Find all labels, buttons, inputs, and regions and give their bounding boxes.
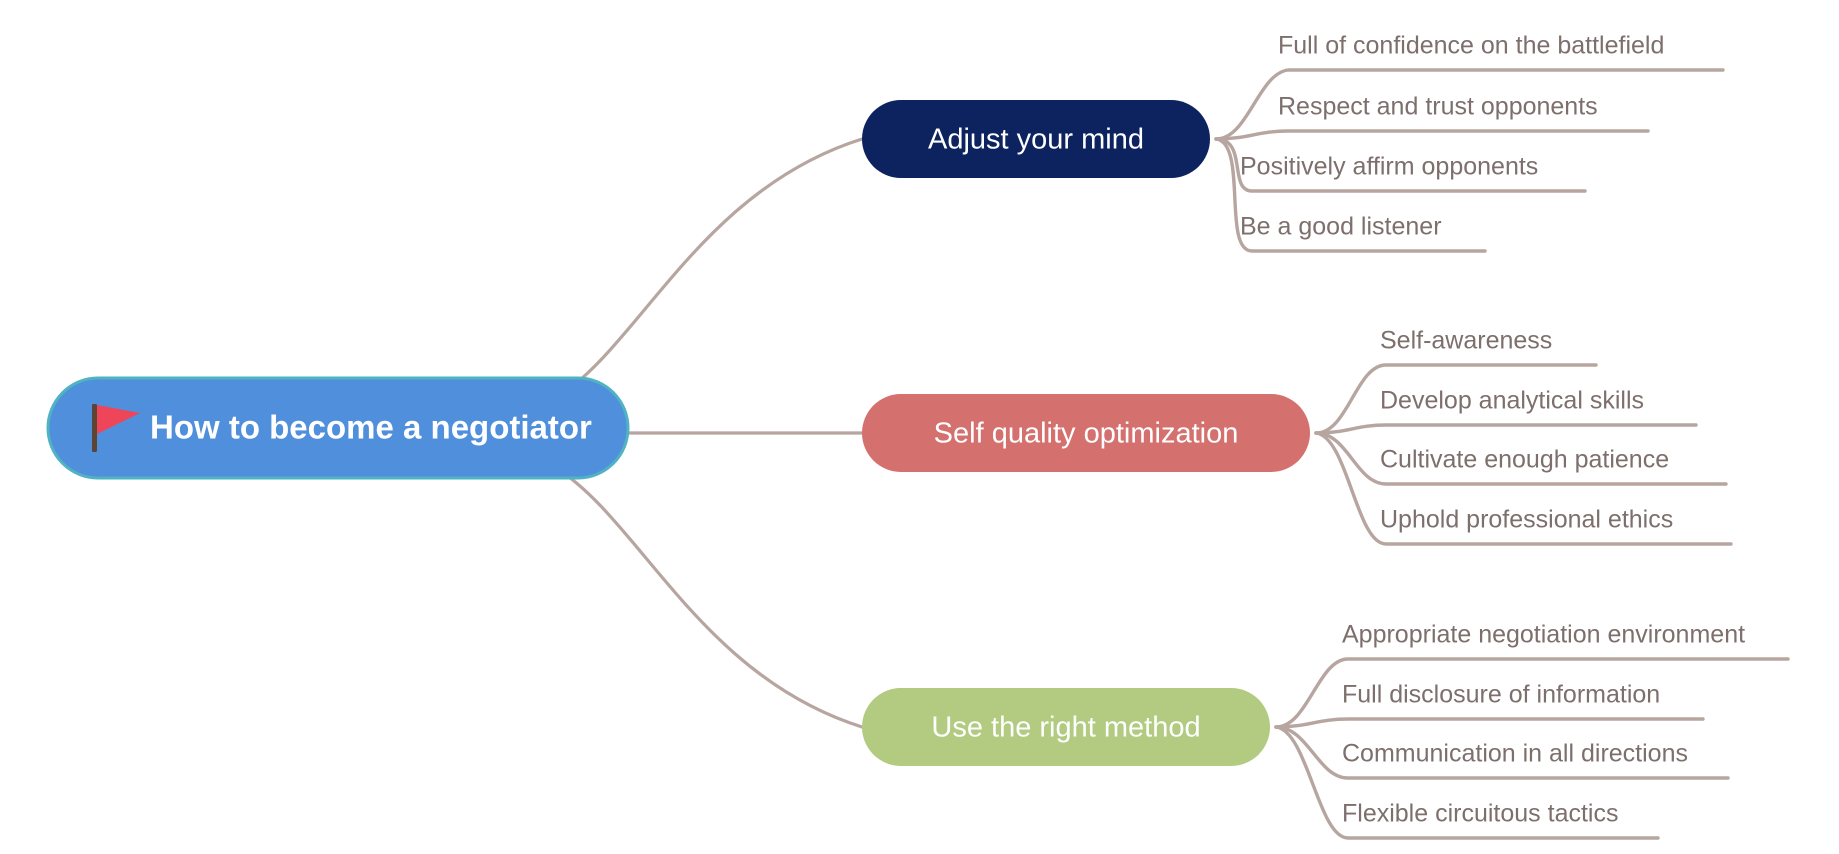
branch-self-quality-optimization: Self quality optimization Self-awareness…: [862, 327, 1733, 546]
leaf-connector-3-4: [1274, 725, 1660, 840]
branch-1-leaf-connectors: [1214, 68, 1725, 253]
leaf-connector-2-1: [1314, 363, 1598, 435]
central-node-label: How to become a negotiator: [150, 409, 592, 446]
topic-node-use-the-right-method[interactable]: [862, 688, 1270, 766]
leaf-connector-3-1: [1274, 657, 1790, 729]
leaf-label-2-2: Develop analytical skills: [1380, 387, 1644, 415]
leaf-label-1-4: Be a good listener: [1240, 213, 1442, 241]
leaf-label-3-3: Communication in all directions: [1342, 740, 1688, 768]
leaf-label-3-4: Flexible circuitous tactics: [1342, 800, 1618, 828]
root-connector-to-adjust-your-mind: [554, 137, 864, 400]
branch-adjust-your-mind: Adjust your mind Full of confidence on t…: [862, 32, 1725, 253]
root-connectors: [554, 137, 864, 729]
leaf-label-3-2: Full disclosure of information: [1342, 681, 1660, 709]
leaf-connector-2-2: [1314, 423, 1698, 435]
central-node[interactable]: How to become a negotiator: [46, 376, 630, 480]
leaf-label-1-1: Full of confidence on the battlefield: [1278, 32, 1664, 60]
leaf-connector-3-3: [1274, 725, 1730, 780]
leaf-connector-2-3: [1314, 431, 1728, 486]
root-connector-to-use-the-right-method: [554, 466, 864, 729]
leaf-connector-2-4: [1314, 431, 1733, 546]
leaf-connector-3-2: [1274, 717, 1705, 729]
leaf-label-2-1: Self-awareness: [1380, 327, 1552, 355]
leaf-connector-1-2: [1214, 129, 1650, 141]
topic-node-adjust-your-mind[interactable]: [862, 100, 1210, 178]
leaf-label-2-3: Cultivate enough patience: [1380, 446, 1669, 474]
branch-use-the-right-method: Use the right method Appropriate negotia…: [862, 621, 1790, 840]
topic-label-adjust-your-mind: Adjust your mind: [928, 124, 1144, 156]
leaf-connector-1-3: [1214, 137, 1587, 193]
topic-node-self-quality-optimization[interactable]: [862, 394, 1310, 472]
leaf-connector-1-4: [1214, 137, 1487, 253]
red-flag-icon: [92, 404, 140, 452]
branch-3-leaf-connectors: [1274, 657, 1790, 840]
topic-label-use-the-right-method: Use the right method: [931, 712, 1200, 744]
leaf-label-2-4: Uphold professional ethics: [1380, 506, 1673, 534]
leaf-label-1-3: Positively affirm opponents: [1240, 153, 1538, 181]
central-node-shape[interactable]: [46, 376, 630, 480]
branch-2-leaf-connectors: [1314, 363, 1733, 546]
leaf-connector-1-1: [1214, 68, 1725, 141]
topic-label-self-quality-optimization: Self quality optimization: [934, 418, 1239, 450]
leaf-label-1-2: Respect and trust opponents: [1278, 93, 1598, 121]
leaf-label-3-1: Appropriate negotiation environment: [1342, 621, 1745, 649]
